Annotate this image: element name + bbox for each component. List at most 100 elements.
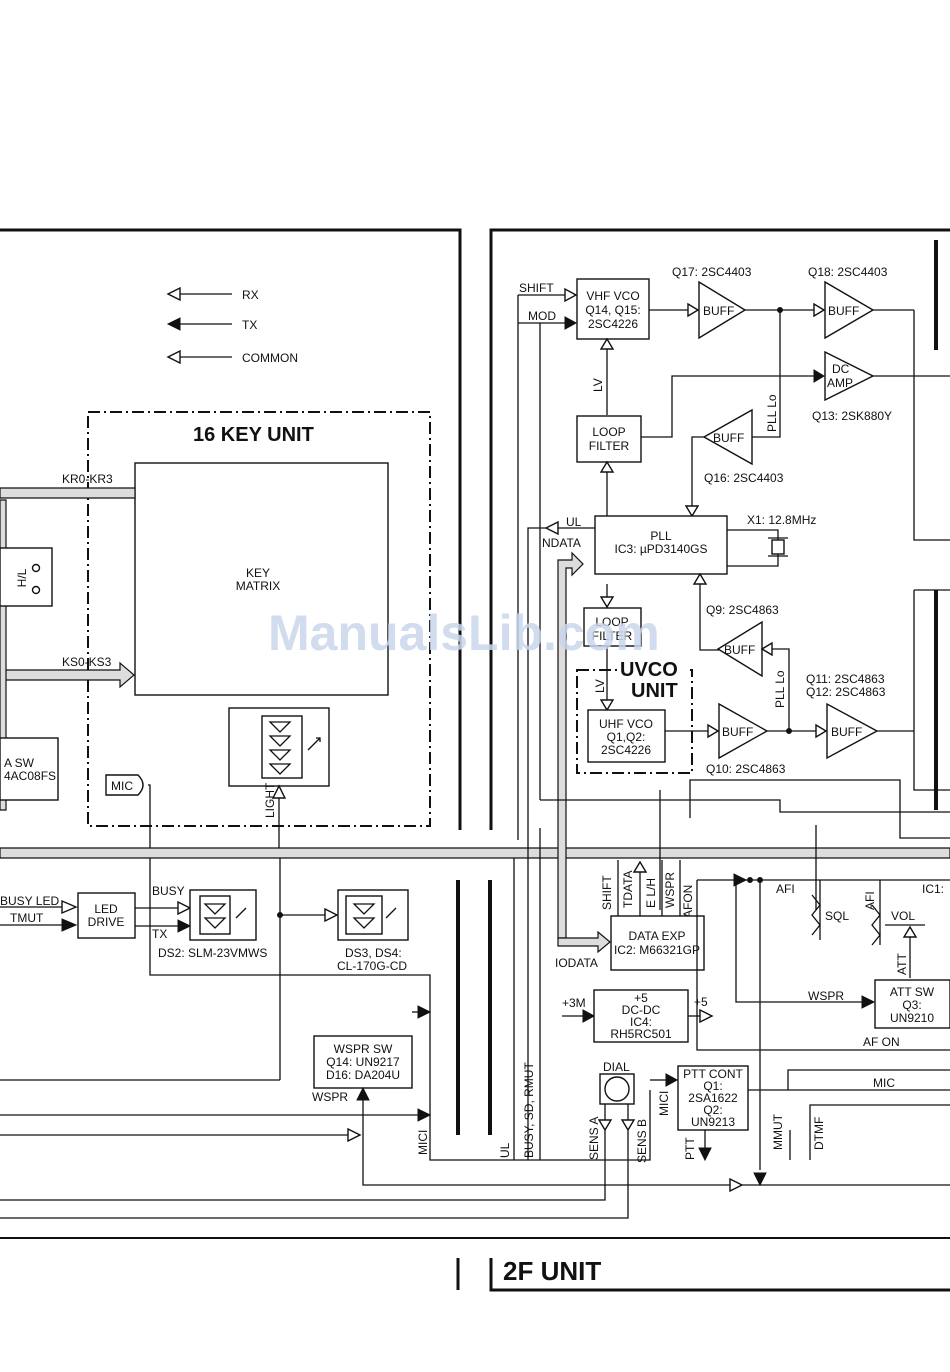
pll-lo-label-1: PLL Lo (765, 394, 779, 432)
light-ray-icon (307, 737, 321, 751)
dc-amp-label-1: DC (832, 362, 850, 376)
q11-label: Q11: 2SC4863 (806, 672, 885, 686)
shift-label: SHIFT (519, 281, 554, 295)
q10-buff-label: BUFF (722, 725, 753, 739)
light-label: LIGHT (263, 782, 277, 818)
wspr-sw: WSPR SW Q14: UN9217 D16: DA204U WSPR MIC… (0, 1005, 730, 1219)
q16-buffer (702, 408, 753, 466)
ndata-label: NDATA (542, 536, 581, 550)
q18-buffer (824, 280, 875, 340)
q9-label: Q9: 2SC4863 (706, 603, 779, 617)
afon-label: AFON (681, 885, 695, 918)
vhf-vco-label-1: VHF VCO (586, 289, 639, 303)
wspr-sw-label-2: Q14: UN9217 (326, 1055, 400, 1069)
wspr-label-2: WSPR (663, 872, 677, 908)
mic-label: MIC (111, 779, 133, 793)
busy-sd-rmut-label: BUSY, SD, RMUT (522, 1062, 536, 1158)
uvco-lv-label: LV (593, 679, 607, 693)
plus3m-label: +3M (562, 996, 586, 1010)
dial-label: DIAL (603, 1060, 630, 1074)
plus5-label: +5 (694, 995, 708, 1009)
a-sw-label-2: 4AC08FS (4, 769, 56, 783)
ul-label-2: UL (498, 1142, 512, 1158)
sens-b-label: SENS B (635, 1119, 649, 1163)
tx-label: TX (152, 927, 167, 941)
att-sw-label-3: UN9210 (890, 1011, 934, 1025)
pll-section: SHIFT MOD VHF VCO Q14, Q15: 2SC4226 Q17:… (517, 265, 950, 1160)
q17-label: Q17: 2SC4403 (672, 265, 752, 279)
busy-label: BUSY (152, 884, 185, 898)
iodata-label: IODATA (555, 956, 598, 970)
ul-label: UL (566, 515, 582, 529)
sens-a-label: SENS A (587, 1117, 601, 1160)
wspr-sw-label-3: D16: DA204U (326, 1068, 400, 1082)
key-matrix-label-2: MATRIX (236, 579, 280, 593)
loop-filter-label-1: LOOP (592, 425, 625, 439)
att-sw-label-1: ATT SW (890, 985, 935, 999)
uhf-vco-label-3: 2SC4226 (601, 743, 651, 757)
mod-label: MOD (528, 309, 556, 323)
loop-filter-2-label-2: FILTER (592, 629, 633, 643)
q11-buff-label: BUFF (831, 725, 862, 739)
q9-buff-label: BUFF (724, 643, 755, 657)
tx-arrow-icon (166, 317, 181, 331)
ptt-cont-label-3: 2SA1622 (688, 1091, 738, 1105)
tdata-label: TDATA (621, 870, 635, 908)
bus-ks-label: KS0-KS3 (62, 655, 112, 669)
mici-label: MICI (416, 1130, 430, 1155)
vhf-vco-block (576, 278, 650, 340)
wspr-sw-block (313, 1035, 413, 1089)
uvco-label-2: UNIT (631, 680, 678, 702)
ptt-cont-label-5: UN9213 (691, 1115, 735, 1129)
elh-label: E L/H (644, 878, 658, 908)
pll-label-1: PLL (650, 529, 672, 543)
q10-buffer (718, 702, 769, 760)
mici-label-2: MICI (657, 1091, 671, 1116)
dial-knob-icon (604, 1076, 630, 1102)
q11-buffer (826, 702, 879, 760)
led-section: BUSY LED TMUT LED DRIVE BUSY TX DS2: SLM… (0, 858, 409, 1081)
data-exp-block (610, 915, 705, 971)
loop-filter-block-2 (583, 607, 642, 647)
q12-label: Q12: 2SC4863 (806, 685, 886, 699)
key-unit-title: 16 KEY UNIT (193, 424, 314, 446)
crystal-icon (771, 539, 785, 555)
ptt-label: PTT (683, 1137, 697, 1160)
uhf-vco-label-2: Q1,Q2: (607, 730, 646, 744)
x1-label: X1: 12.8MHz (747, 513, 816, 527)
dcdc-block (593, 989, 689, 1043)
a-sw-label-1: A SW (4, 756, 35, 770)
main-bus (0, 847, 950, 859)
att-label: ATT (895, 953, 909, 975)
vhf-vco-label-2: Q14, Q15: (585, 303, 640, 317)
ptt-cont-block (677, 1065, 749, 1131)
q18-buff-label: BUFF (828, 304, 859, 318)
watermark: ManualsLib.com (268, 605, 660, 661)
loop-filter-2-label-1: LOOP (595, 615, 628, 629)
bus-kr (0, 487, 136, 499)
tmut-label: TMUT (10, 911, 44, 925)
q16-buff-label: BUFF (713, 431, 744, 445)
dcdc-label-1: +5 (634, 991, 648, 1005)
key-matrix-block (134, 462, 389, 696)
loop-filter-block (576, 415, 642, 463)
light-ray-icon-3 (385, 907, 397, 919)
led-drive-label-2: DRIVE (88, 915, 125, 929)
uvco-label-1: UVCO (620, 659, 678, 681)
q17-buff-label: BUFF (703, 304, 734, 318)
mic-label-2: MIC (873, 1076, 895, 1090)
uhf-vco-block (587, 709, 666, 763)
uhf-vco-label-1: UHF VCO (599, 717, 653, 731)
lower-section: SHIFT TDATA E L/H WSPR AFON AFI SQL AFI … (498, 858, 950, 1193)
led-drive-block (77, 892, 136, 939)
q18-label: Q18: 2SC4403 (808, 265, 888, 279)
q10-label: Q10: 2SC4863 (706, 762, 786, 776)
ptt-cont-label-4: Q2: (703, 1103, 722, 1117)
vhf-vco-label-3: 2SC4226 (588, 317, 638, 331)
unit-2f-label: 2F UNIT (503, 1256, 601, 1286)
main-frames (0, 228, 950, 1292)
light-ray-icon-2 (235, 907, 247, 919)
sql-label: SQL (825, 909, 849, 923)
data-exp-label-1: DATA EXP (629, 929, 686, 943)
pll-lo-label-2: PLL Lo (773, 670, 787, 708)
